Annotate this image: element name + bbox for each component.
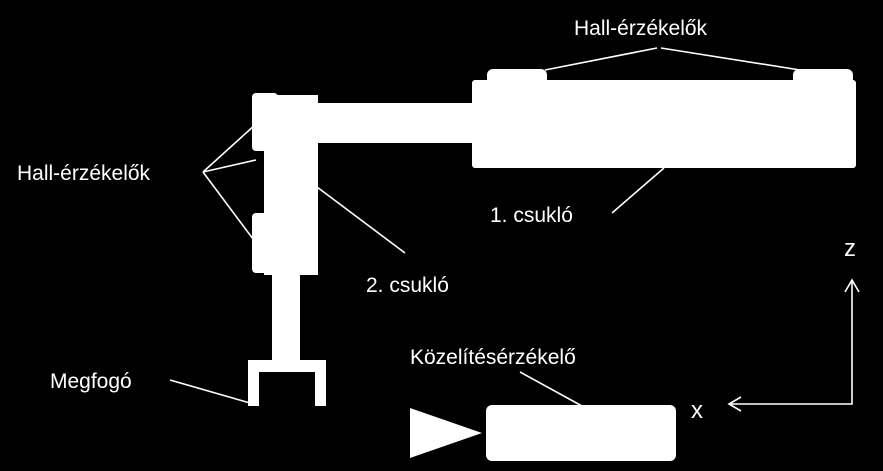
leader-hall-top-left (544, 47, 658, 71)
joint-1-housing (472, 69, 856, 168)
gripper (248, 268, 326, 406)
leader-lines (169, 47, 801, 407)
label-hall-sensors-left: Hall-érzékelők (17, 162, 151, 185)
arm-beam (300, 103, 480, 143)
proximity-sensor (410, 405, 676, 461)
label-joint-1: 1. csukló (490, 204, 573, 227)
gripper-finger-left (248, 360, 259, 406)
x-arrow-icon (727, 396, 742, 412)
hall-sensor-left-lower (252, 213, 278, 273)
proximity-sensor-emitter (410, 408, 482, 458)
gripper-shaft (272, 268, 300, 368)
joint-1-body (472, 80, 856, 168)
coordinate-axes: z x (691, 235, 860, 424)
z-axis-label: z (844, 235, 856, 262)
hall-sensor-top-left (487, 69, 547, 85)
hall-sensor-top-right (793, 69, 853, 85)
leader-hall-top-right (660, 47, 801, 71)
axes-lines (731, 282, 853, 405)
leader-gripper (169, 379, 251, 404)
proximity-sensor-body (486, 405, 676, 461)
label-gripper: Megfogó (50, 370, 132, 393)
gripper-crossbar (248, 360, 326, 372)
leader-joint-2 (316, 186, 406, 254)
joint-2-housing (252, 93, 318, 275)
x-axis-label: x (691, 397, 703, 424)
hall-sensor-left-upper (252, 93, 278, 151)
leader-hall-left-2 (202, 159, 257, 173)
leader-proximity (519, 371, 583, 407)
leader-hall-left-3 (202, 171, 257, 244)
label-joint-2: 2. csukló (366, 274, 449, 297)
gripper-finger-right (315, 360, 326, 406)
z-arrow-icon (844, 278, 860, 293)
label-hall-sensors-top: Hall-érzékelők (574, 17, 708, 40)
label-proximity-sensor: Közelítésérzékelő (410, 346, 576, 369)
leader-joint-1 (611, 167, 665, 214)
leader-hall-left-1 (202, 123, 257, 173)
